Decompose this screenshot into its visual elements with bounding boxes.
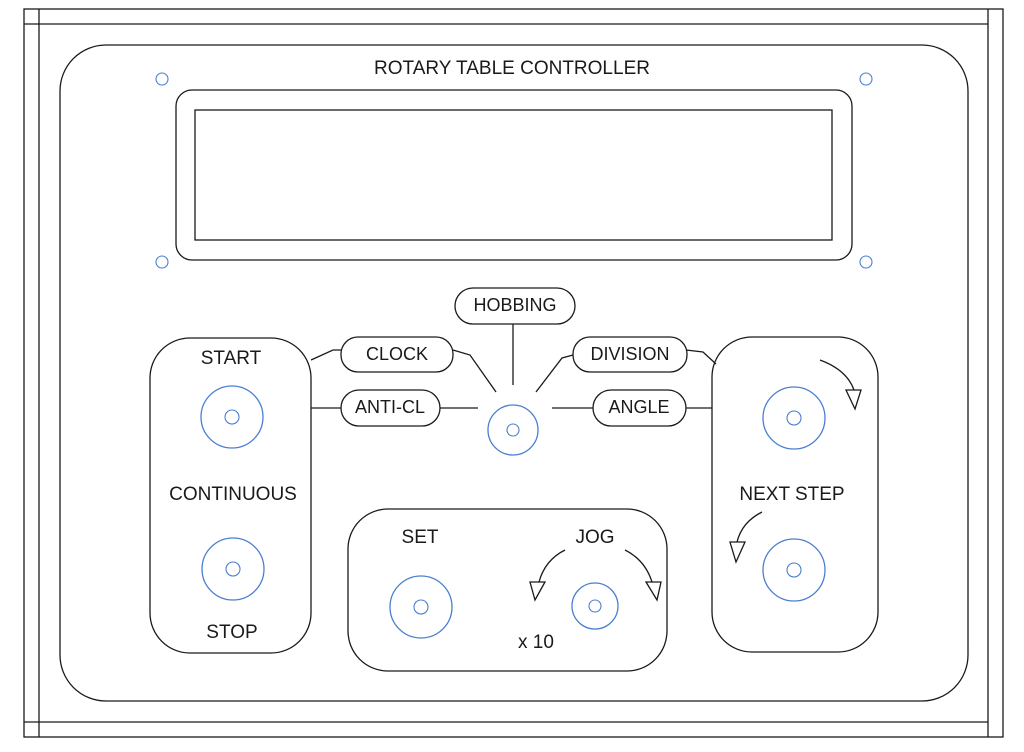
mount-hole-icon [859,255,873,269]
panel-title: ROTARY TABLE CONTROLLER [374,58,650,79]
set-knob[interactable] [389,575,453,639]
next-step-forward-knob[interactable] [762,386,826,450]
clock-label-pill [340,336,454,373]
mode-selector: HOBBING CLOCK ANTI-CL DIVISION ANGLE [310,287,717,456]
jog-label: JOG [575,527,614,548]
jog-ccw-arrow-icon [529,549,566,602]
stop-label: STOP [206,622,257,643]
next-step-back-knob[interactable] [762,538,826,602]
lcd-display [175,89,853,261]
jog-cw-arrow-icon [624,549,662,602]
drawing-frame [23,8,1004,738]
enclosure-face [59,44,969,702]
selector-leader-lines [310,324,717,409]
jog-knob[interactable] [571,582,619,630]
right-panel: NEXT STEP [711,336,879,653]
next-step-label: NEXT STEP [739,484,844,505]
hobbing-label: HOBBING [473,295,556,315]
start-knob[interactable] [200,385,264,449]
next-step-ccw-arrow-icon [729,511,763,564]
clock-label: CLOCK [366,344,428,364]
mode-selector-knob[interactable] [487,404,539,456]
angle-label: ANGLE [608,397,669,417]
left-panel: START CONTINUOUS STOP [149,337,312,654]
start-label: START [201,348,262,369]
stop-knob[interactable] [201,537,265,601]
division-label: DIVISION [590,344,669,364]
mount-hole-icon [859,72,873,86]
hobbing-label-pill [454,287,576,325]
division-label-pill [572,336,688,373]
set-jog-panel: SET JOG x 10 [347,508,668,672]
anti-cl-label: ANTI-CL [355,397,425,417]
set-label: SET [402,527,439,548]
mount-hole-icon [155,72,169,86]
mount-hole-icon [155,255,169,269]
x10-label: x 10 [518,632,554,653]
continuous-label: CONTINUOUS [169,484,297,505]
next-step-cw-arrow-icon [819,359,862,411]
